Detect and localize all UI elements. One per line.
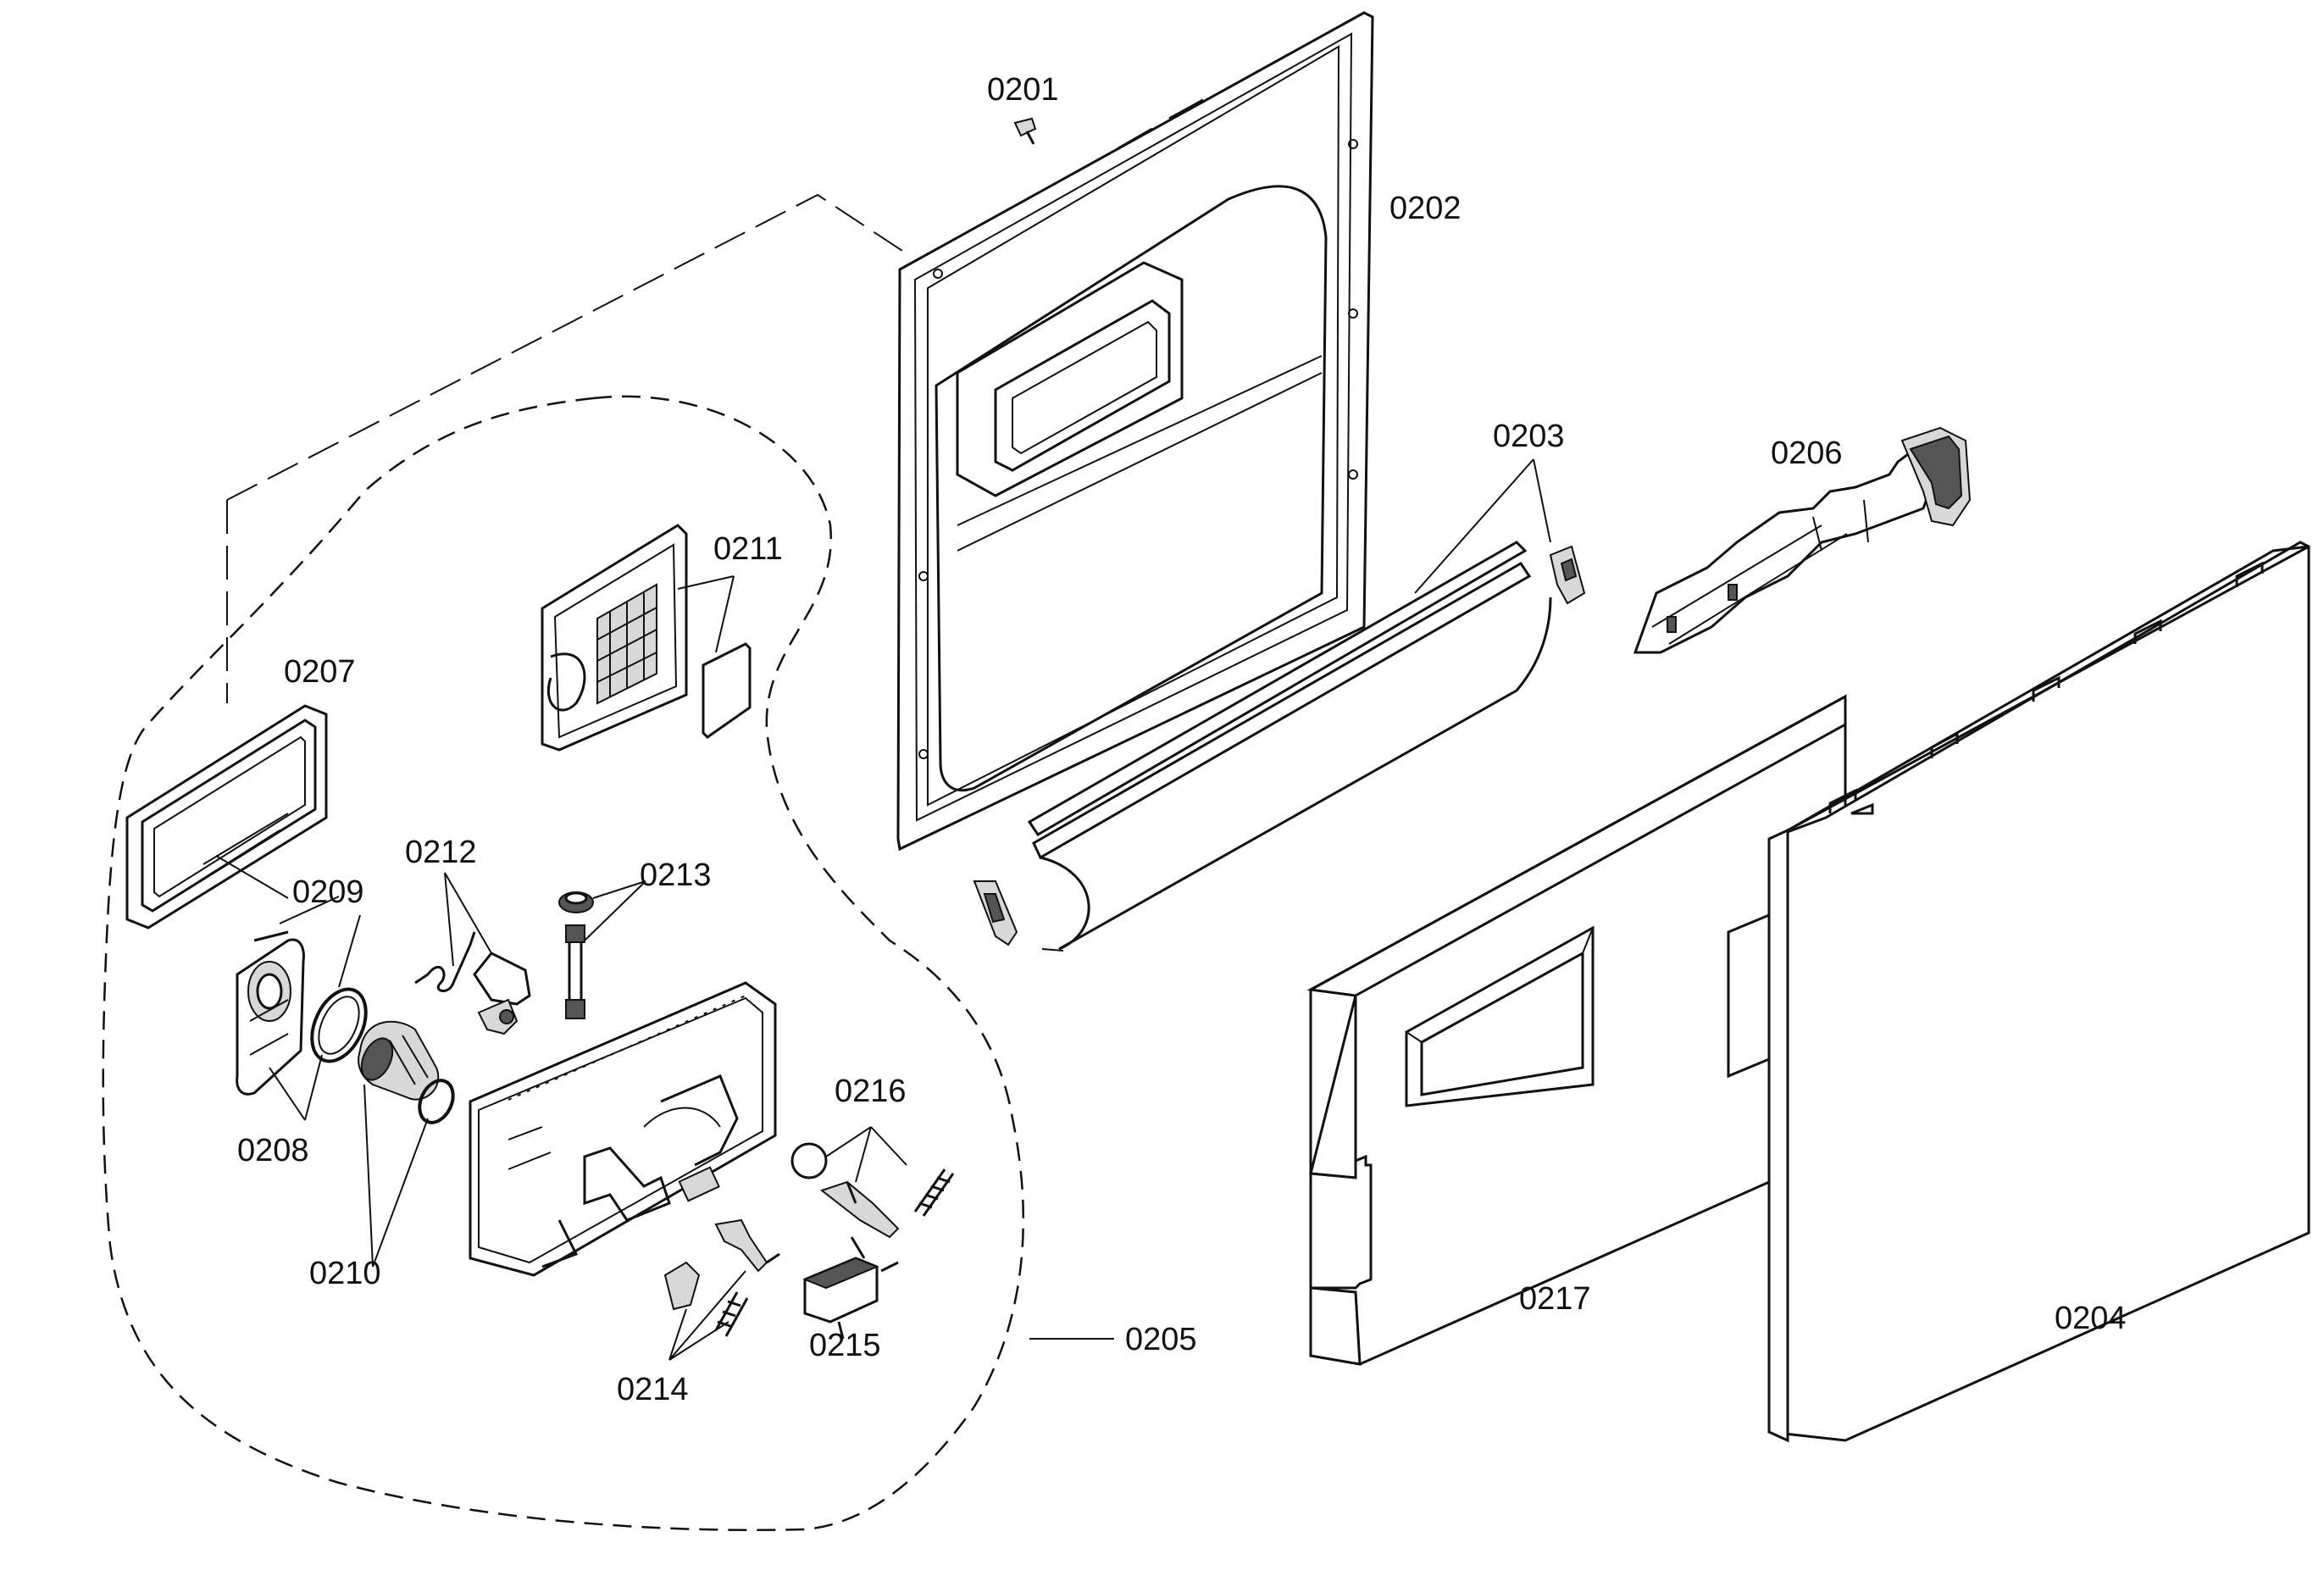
part-0206-bracket <box>1633 426 1972 654</box>
label-0201: 0201 <box>987 72 1059 108</box>
part-0205-dispenser-body <box>469 981 777 1277</box>
label-0214: 0214 <box>617 1372 689 1407</box>
label-0215: 0215 <box>809 1328 881 1363</box>
part-0202-inner-door <box>896 11 1374 852</box>
assembly-0205-boundary <box>102 395 1024 1531</box>
part-0207-window-frame <box>125 704 328 930</box>
label-0202: 0202 <box>1389 191 1462 226</box>
part-0216-lever-spring <box>790 1142 955 1239</box>
label-0208: 0208 <box>237 1133 309 1168</box>
part-labels: 0201 0202 0203 0206 0211 0207 0212 0213 … <box>237 72 2127 1407</box>
part-0212-spring-latch <box>414 931 531 1035</box>
label-0203: 0203 <box>1493 419 1565 454</box>
leader-lines <box>215 458 1551 1361</box>
label-0206: 0206 <box>1771 436 1843 471</box>
part-0203-door-strip <box>973 541 1586 952</box>
label-0209: 0209 <box>292 874 364 910</box>
part-0211-dispenser-lid <box>541 524 752 752</box>
label-0207: 0207 <box>284 654 356 690</box>
part-0201-screw <box>1013 117 1037 145</box>
part-0209-seal-ring <box>310 987 368 1063</box>
part-0217-front-panel <box>1306 694 1847 1366</box>
projection-lines <box>226 193 906 703</box>
part-0204-outer-panel <box>1727 541 2310 1443</box>
label-0204: 0204 <box>2055 1301 2127 1336</box>
label-0205: 0205 <box>1125 1322 1197 1357</box>
part-0214-clips-spring <box>663 1218 780 1337</box>
label-0211: 0211 <box>713 531 783 567</box>
part-0208-housing <box>236 930 305 1096</box>
label-0212: 0212 <box>405 835 477 870</box>
label-0216: 0216 <box>835 1074 907 1109</box>
label-0217: 0217 <box>1519 1281 1591 1317</box>
part-0210-cap <box>358 1020 455 1124</box>
part-0215-switch <box>802 1236 899 1340</box>
label-0210: 0210 <box>309 1256 381 1291</box>
part-0213-stem <box>558 891 594 1019</box>
label-0213: 0213 <box>640 857 712 893</box>
